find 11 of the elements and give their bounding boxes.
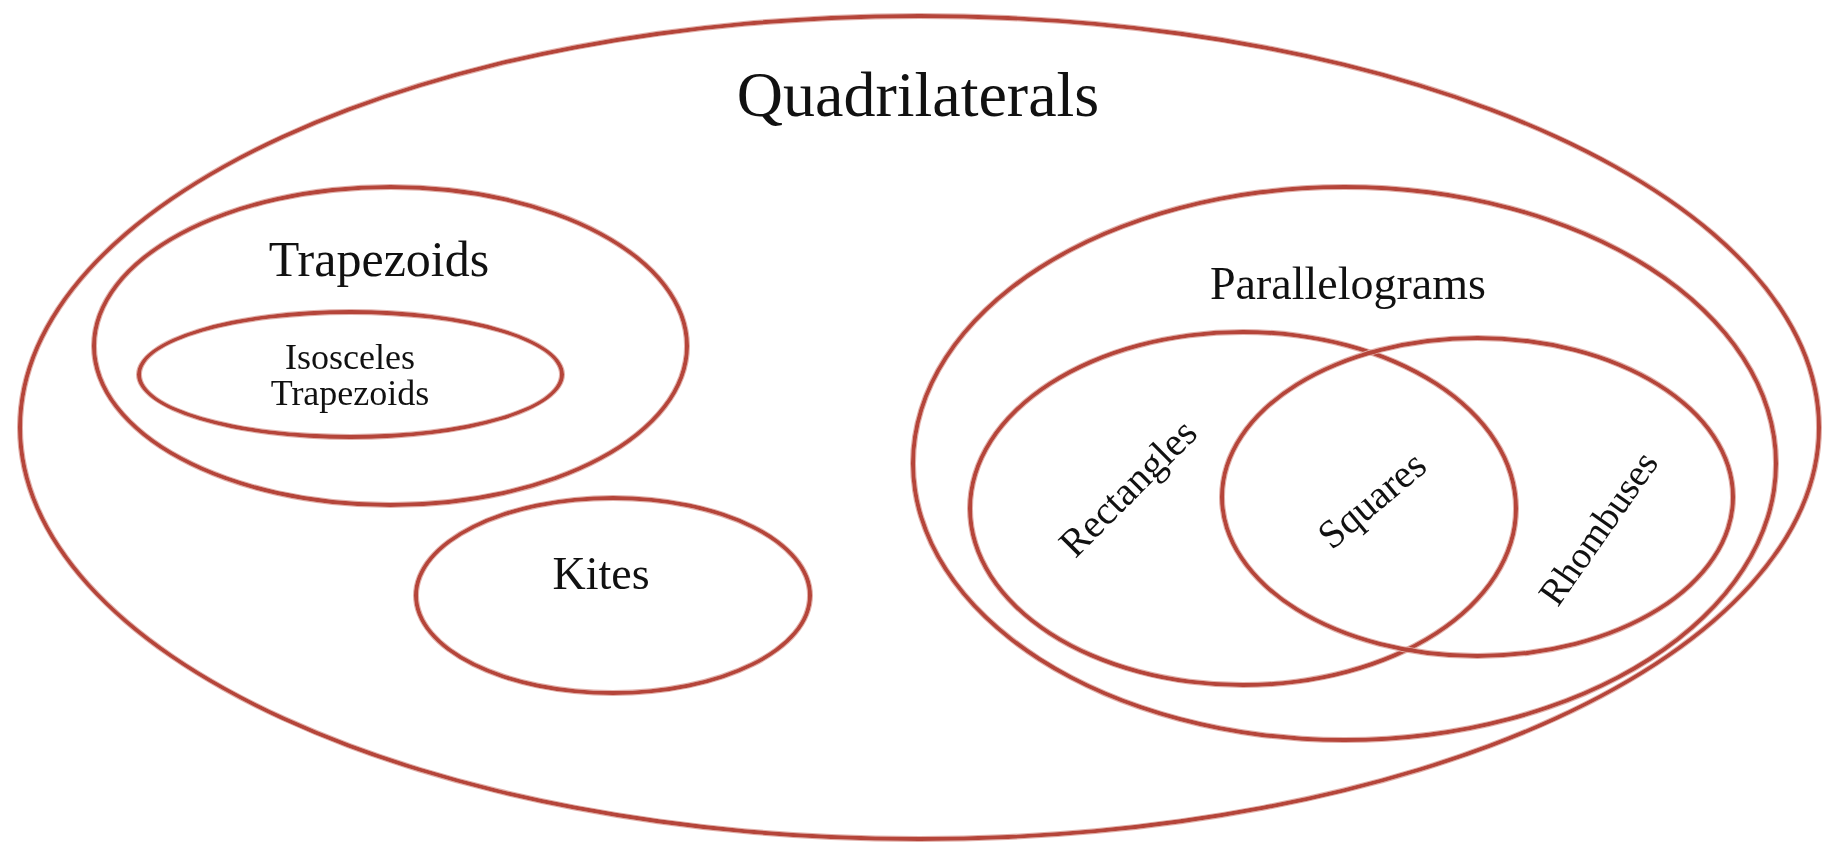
set-ellipse — [92, 185, 689, 507]
set-label: Parallelograms — [1210, 261, 1486, 307]
set-label: Isosceles Trapezoids — [269, 339, 431, 411]
set-ellipse — [137, 310, 564, 439]
set-ellipse — [18, 14, 1821, 841]
set-label: Kites — [552, 551, 650, 597]
set-ellipse — [968, 330, 1518, 687]
set-ellipse — [911, 185, 1778, 742]
set-ellipse — [414, 496, 812, 695]
set-label: Quadrilaterals — [736, 63, 1100, 127]
set-ellipse — [1220, 336, 1735, 658]
